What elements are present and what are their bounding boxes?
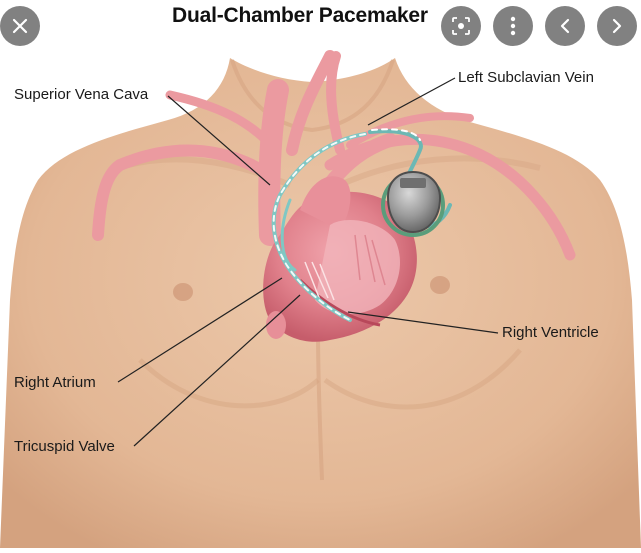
more-options-button[interactable] xyxy=(493,6,533,46)
more-vert-icon xyxy=(510,16,516,36)
label-superior-vena-cava: Superior Vena Cava xyxy=(14,86,149,103)
visual-search-icon xyxy=(452,17,470,35)
pacemaker-device xyxy=(381,170,445,237)
label-left-subclavian-vein: Left Subclavian Vein xyxy=(458,69,594,86)
chevron-left-icon xyxy=(560,18,570,34)
next-image-button[interactable] xyxy=(597,6,637,46)
close-button[interactable] xyxy=(0,6,40,46)
visual-search-button[interactable] xyxy=(441,6,481,46)
nipple-right xyxy=(430,276,450,294)
leader-lines xyxy=(117,77,499,447)
nipple-left xyxy=(173,283,193,301)
previous-image-button[interactable] xyxy=(545,6,585,46)
label-tricuspid-valve: Tricuspid Valve xyxy=(14,438,115,455)
close-icon xyxy=(12,18,28,34)
label-right-atrium: Right Atrium xyxy=(14,374,96,391)
figure-title: Dual-Chamber Pacemaker xyxy=(172,4,428,27)
chevron-right-icon xyxy=(612,18,622,34)
label-right-ventricle: Right Ventricle xyxy=(502,324,599,341)
heart xyxy=(263,176,417,342)
